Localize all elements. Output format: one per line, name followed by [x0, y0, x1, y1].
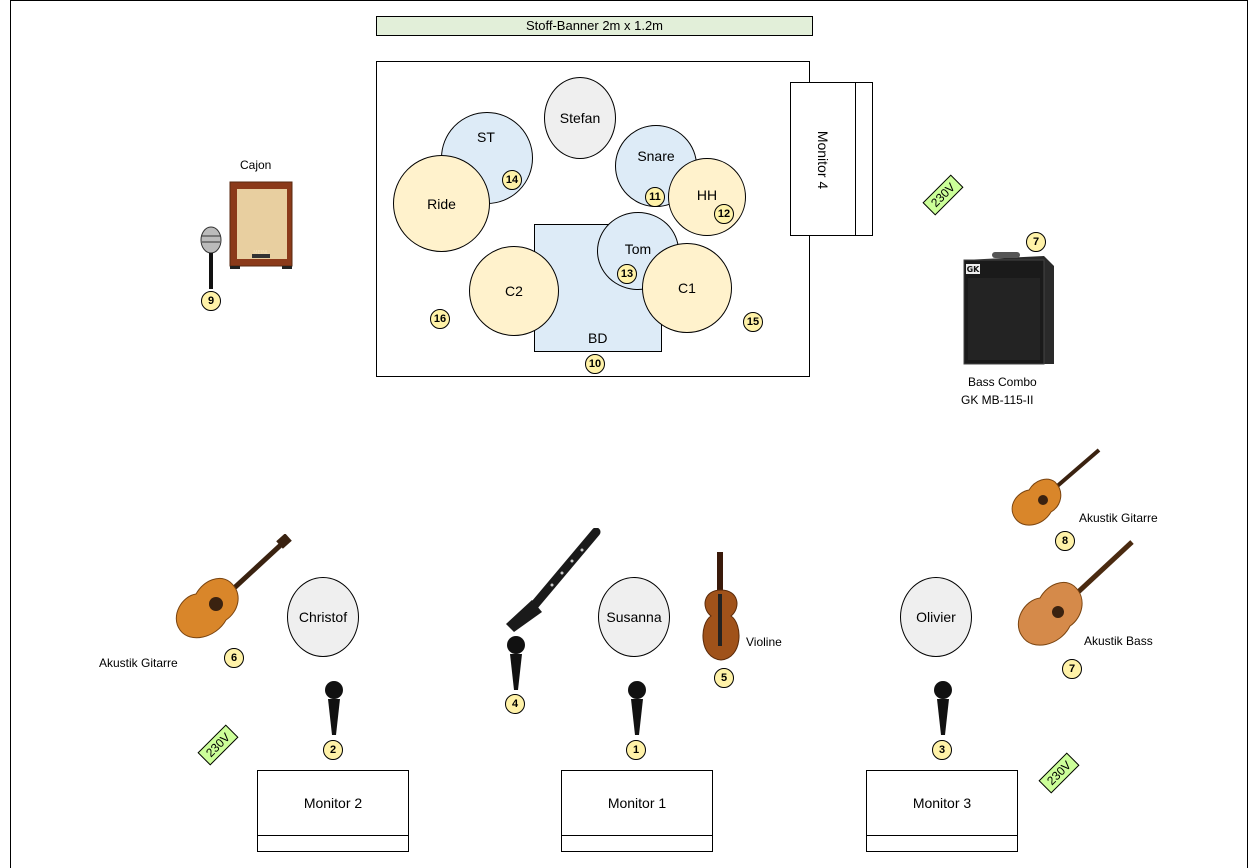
microphone-icon — [507, 636, 525, 690]
violin-label: Violine — [746, 635, 782, 649]
person-olivier: Olivier — [900, 577, 972, 657]
channel-3-badge: 3 — [932, 740, 952, 760]
channel-7-badge: 7 — [1062, 659, 1082, 679]
bass-combo-model: GK MB-115-II — [961, 393, 1034, 407]
violin-icon — [702, 552, 740, 661]
bass-drum-label: BD — [588, 330, 608, 346]
drummer-stefan: Stefan — [544, 77, 616, 159]
banner: Stoff-Banner 2m x 1.2m — [376, 16, 813, 36]
acoustic-guitar-icon — [175, 534, 292, 639]
channel-11-badge: 11 — [645, 187, 665, 207]
microphone-icon — [628, 681, 646, 735]
snare-label: Snare — [637, 148, 675, 164]
page-frame — [10, 0, 1248, 868]
channel-10-badge: 10 — [585, 354, 605, 374]
hi-hat: HH — [668, 158, 746, 236]
akustik-bass-label: Akustik Bass — [1084, 634, 1153, 648]
ride-label: Ride — [427, 195, 456, 212]
person-susanna: Susanna — [598, 577, 670, 657]
person-christof: Christof — [287, 577, 359, 657]
monitor-4: Monitor 4 — [790, 82, 873, 236]
crash-cymbal-c1: C1 — [642, 243, 732, 333]
crash-cymbal-c2: C2 — [469, 246, 559, 336]
bass-amp-icon: GK — [963, 252, 1054, 365]
akustik-gitarre-right-label: Akustik Gitarre — [1079, 511, 1158, 525]
acoustic-guitar-icon — [1011, 448, 1101, 526]
hh-label: HH — [696, 187, 718, 203]
acoustic-bass-icon — [1017, 540, 1134, 646]
channel-16-badge: 16 — [430, 309, 450, 329]
olivier-label: Olivier — [916, 609, 956, 625]
channel-15-badge: 15 — [743, 312, 763, 332]
monitor-4-face — [791, 83, 856, 235]
channel-2-badge: 2 — [323, 740, 343, 760]
susanna-label: Susanna — [606, 609, 662, 625]
monitor-1: Monitor 1 — [561, 770, 713, 852]
channel-12-badge: 12 — [714, 204, 734, 224]
monitor-4-label: Monitor 4 — [815, 130, 831, 190]
monitor-3-label: Monitor 3 — [867, 771, 1017, 836]
channel-13-badge: 13 — [617, 264, 637, 284]
ride-cymbal: Ride — [393, 155, 490, 252]
channel-8-badge: 8 — [1055, 531, 1075, 551]
clarinet-icon — [506, 528, 601, 632]
amp-logo: GK — [967, 265, 981, 274]
cajon-label: Cajon — [240, 158, 272, 172]
monitor-2: Monitor 2 — [257, 770, 409, 852]
monitor-3: Monitor 3 — [866, 770, 1018, 852]
monitor-2-label: Monitor 2 — [258, 771, 408, 836]
channel-6-badge: 6 — [224, 648, 244, 668]
c2-label: C2 — [505, 283, 523, 299]
christof-label: Christof — [298, 609, 348, 625]
channel-7-badge: 7 — [1026, 232, 1046, 252]
c1-label: C1 — [678, 280, 696, 296]
drummer-label: Stefan — [559, 110, 601, 126]
monitor-1-label: Monitor 1 — [562, 771, 712, 836]
microphone-icon — [325, 681, 343, 735]
cajon-logo: MEINL — [253, 250, 269, 256]
akustik-gitarre-left-label: Akustik Gitarre — [99, 656, 178, 670]
cajon-icon: MEINL — [229, 181, 293, 269]
channel-14-badge: 14 — [502, 170, 522, 190]
channel-1-badge: 1 — [626, 740, 646, 760]
microphone-icon — [934, 681, 952, 735]
channel-4-badge: 4 — [505, 694, 525, 714]
vintage-microphone-icon — [200, 226, 222, 289]
bass-combo-label: Bass Combo — [968, 375, 1037, 389]
st-label: ST — [477, 129, 495, 145]
channel-5-badge: 5 — [714, 668, 734, 688]
channel-9-badge: 9 — [201, 291, 221, 311]
tom-label: Tom — [624, 241, 652, 257]
